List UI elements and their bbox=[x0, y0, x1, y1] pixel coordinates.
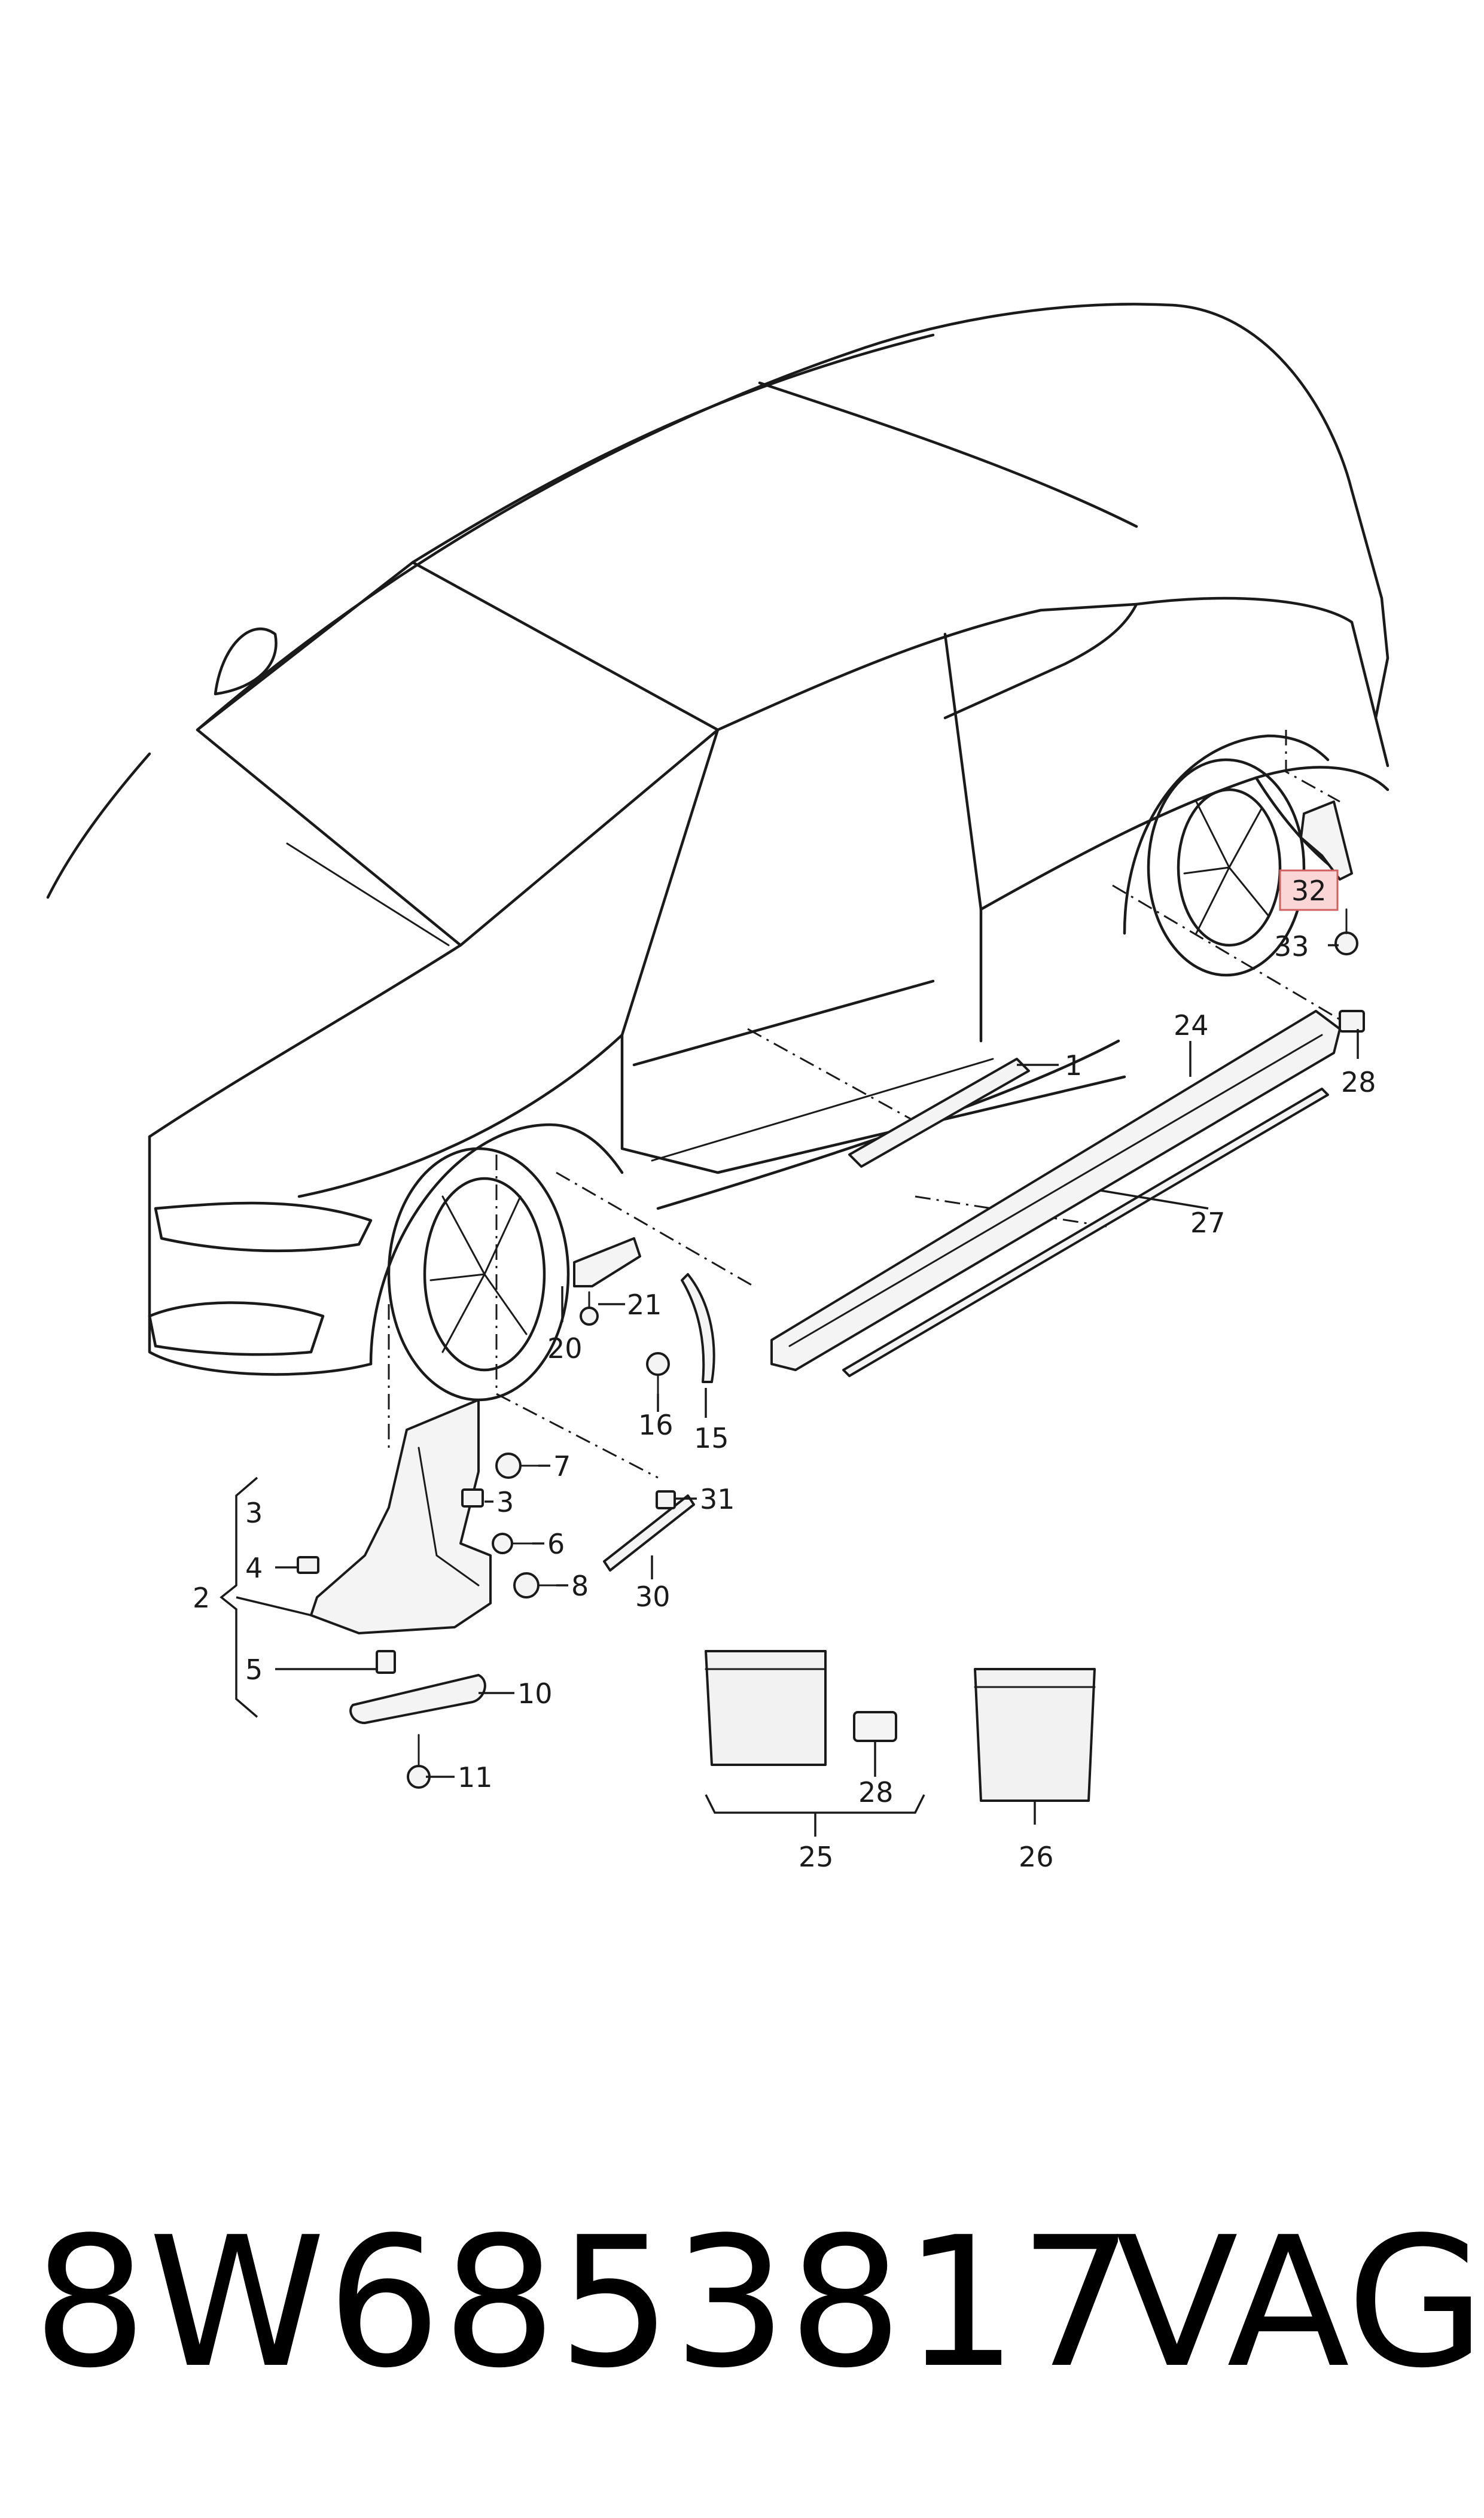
callout-3-left: 3 bbox=[245, 1497, 263, 1529]
callout-4: 4 bbox=[245, 1552, 263, 1584]
callout-8: 8 bbox=[571, 1570, 589, 1602]
callout-7: 7 bbox=[553, 1450, 571, 1482]
callout-28-bag: 28 bbox=[858, 1776, 894, 1808]
clip-icon bbox=[297, 1010, 1365, 1742]
bag-icon bbox=[705, 1650, 1096, 1802]
callout-33: 33 bbox=[1274, 930, 1309, 963]
brand-label: VAG bbox=[1116, 2199, 1484, 2407]
callout-3-right: 3 bbox=[496, 1486, 514, 1518]
callout-1: 1 bbox=[1065, 1049, 1082, 1082]
car-outline-icon bbox=[46, 303, 1389, 1376]
callout-20: 20 bbox=[547, 1332, 583, 1365]
sill-trim-icon bbox=[310, 800, 1353, 1724]
callout-28-rear: 28 bbox=[1341, 1066, 1376, 1098]
callout-32: 32 bbox=[1291, 875, 1327, 907]
callout-10: 10 bbox=[517, 1677, 553, 1710]
callout-2: 2 bbox=[193, 1582, 210, 1614]
callout-21: 21 bbox=[627, 1289, 662, 1321]
callout-5: 5 bbox=[245, 1654, 263, 1686]
callout-24: 24 bbox=[1174, 1009, 1209, 1042]
callout-11: 11 bbox=[458, 1761, 493, 1794]
callout-31: 31 bbox=[700, 1483, 735, 1515]
callout-32-highlight bbox=[1279, 869, 1339, 911]
callout-26: 26 bbox=[1019, 1841, 1054, 1873]
callout-16: 16 bbox=[638, 1409, 674, 1441]
callout-27: 27 bbox=[1190, 1207, 1226, 1239]
callout-labels: 1 24 27 28 32 33 21 20 16 15 7 31 3 6 8 … bbox=[193, 875, 1376, 1873]
callout-25: 25 bbox=[799, 1841, 834, 1873]
exploded-parts-diagram: 1 24 27 28 32 33 21 20 16 15 7 31 3 6 8 … bbox=[46, 303, 1389, 1873]
callout-leaders bbox=[220, 944, 1359, 1837]
screw-icon bbox=[407, 908, 1358, 1789]
callout-30: 30 bbox=[635, 1581, 671, 1613]
part-number: 8W6853817 bbox=[33, 2199, 1135, 2407]
callout-15: 15 bbox=[694, 1422, 729, 1454]
callout-6: 6 bbox=[547, 1528, 565, 1560]
